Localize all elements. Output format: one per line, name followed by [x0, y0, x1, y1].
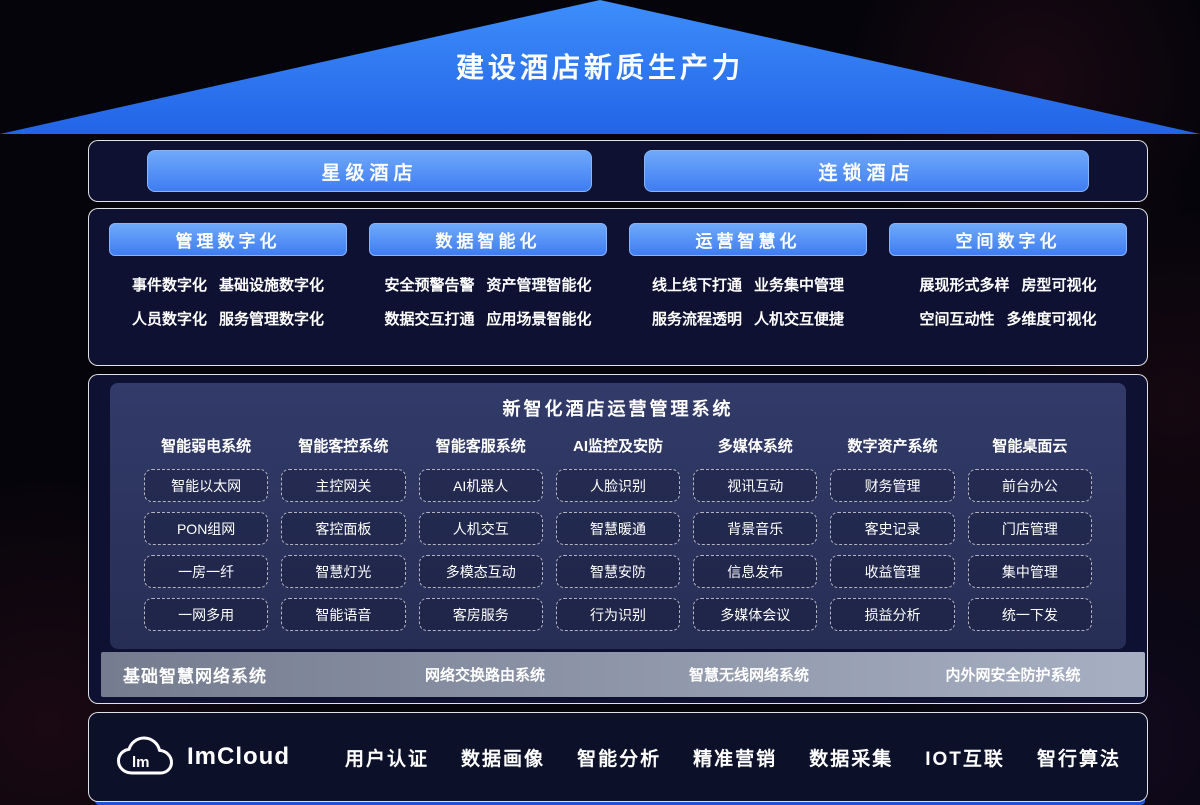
- system-item: 智慧暖通: [555, 512, 681, 545]
- footer-items: 用户认证 数据画像 智能分析 精准营销 数据采集 IOT互联 智行算法: [311, 744, 1121, 771]
- feature-label: 线上线下打通: [651, 277, 742, 294]
- category-operation: 运营智慧化 线上线下打通 业务集中管理 服务流程透明 人机交互便捷: [629, 223, 867, 365]
- system-item: 集中管理: [967, 555, 1092, 588]
- category-data: 数据智能化 安全预警告警 资产管理智能化 数据交互打通 应用场景智能化: [369, 223, 607, 365]
- footer-item: 数据画像: [461, 748, 546, 770]
- feature-label: 业务集中管理: [754, 277, 845, 294]
- network-item: 内外网安全防护系统: [945, 667, 1081, 684]
- feature-label: 空间互动性: [919, 311, 995, 328]
- footer-bar: lm ImCloud 用户认证 数据画像 智能分析 精准营销 数据采集 IOT互…: [88, 712, 1148, 802]
- systems-grid: 智能弱电系统 智能以太网 PON组网 一房一纤 一网多用 智能客控系统 主控网关…: [144, 435, 1092, 631]
- feature-label: 资产管理智能化: [486, 277, 592, 294]
- system-item: 客房服务: [418, 598, 543, 631]
- system-item: 多媒体会议: [693, 598, 818, 631]
- system-column-header: 多媒体系统: [717, 438, 793, 455]
- system-column-digital-assets: 数字资产系统 财务管理 客史记录 收益管理 损益分析: [830, 435, 955, 631]
- footer-item: IOT互联: [925, 748, 1005, 770]
- system-column-header: 智能客控系统: [298, 438, 389, 455]
- feature-label: 人员数字化: [131, 311, 207, 328]
- system-item: 信息发布: [693, 555, 818, 588]
- footer-item: 用户认证: [345, 748, 430, 770]
- hotel-type-star: 星级酒店: [147, 150, 592, 192]
- network-item: 网络交换路由系统: [424, 667, 545, 684]
- system-item: 主控网关: [281, 469, 406, 502]
- system-item: 统一下发: [967, 598, 1092, 631]
- system-item: 客史记录: [830, 512, 955, 545]
- system-item: 多模态互动: [418, 555, 543, 588]
- system-item: 门店管理: [967, 512, 1092, 545]
- system-item: 财务管理: [830, 469, 955, 502]
- system-column-header: 智能弱电系统: [161, 438, 252, 455]
- category-data-features: 安全预警告警 资产管理智能化 数据交互打通 应用场景智能化: [384, 274, 591, 329]
- network-item: 智慧无线网络系统: [688, 667, 809, 684]
- system-column-multimedia: 多媒体系统 视讯互动 背景音乐 信息发布 多媒体会议: [693, 435, 818, 631]
- systems-panel: 新智化酒店运营管理系统 智能弱电系统 智能以太网 PON组网 一房一纤 一网多用…: [88, 374, 1148, 704]
- system-item: 人脸识别: [555, 469, 681, 502]
- system-column-service: 智能客服系统 AI机器人 人机交互 多模态互动 客房服务: [418, 435, 543, 631]
- page-title: 建设酒店新质生产力: [455, 52, 744, 83]
- system-item: 收益管理: [830, 555, 955, 588]
- systems-title: 新智化酒店运营管理系统: [502, 399, 734, 419]
- system-item: 一网多用: [144, 598, 269, 631]
- network-band: 基础智慧网络系统 网络交换路由系统 智慧无线网络系统 内外网安全防护系统: [101, 652, 1145, 697]
- system-item: 智慧安防: [555, 555, 681, 588]
- system-column-room-control: 智能客控系统 主控网关 客控面板 智慧灯光 智能语音: [281, 435, 406, 631]
- category-management-features: 事件数字化 基础设施数字化 人员数字化 服务管理数字化: [132, 274, 324, 329]
- feature-label: 安全预警告警: [384, 277, 475, 294]
- system-column-weak-current: 智能弱电系统 智能以太网 PON组网 一房一纤 一网多用: [144, 435, 269, 631]
- system-column-header: 智能客服系统: [435, 438, 526, 455]
- footer-item: 智行算法: [1036, 748, 1121, 770]
- cloud-icon: lm: [117, 736, 173, 775]
- system-item: AI机器人: [418, 469, 543, 502]
- feature-label: 基础设施数字化: [219, 277, 325, 294]
- footer-item: 数据采集: [809, 748, 894, 770]
- system-column-header: 数字资产系统: [847, 438, 938, 455]
- category-operation-button: 运营智慧化: [629, 223, 867, 256]
- feature-label: 数据交互打通: [384, 311, 475, 328]
- system-item: 一房一纤: [144, 555, 269, 588]
- feature-label: 多维度可视化: [1006, 311, 1097, 328]
- system-column-header: AI监控及安防: [572, 438, 663, 455]
- system-item: 智能以太网: [144, 469, 269, 502]
- feature-label: 应用场景智能化: [486, 311, 592, 328]
- footer-item: 精准营销: [693, 748, 778, 770]
- system-item: 客控面板: [281, 512, 406, 545]
- system-item: 背景音乐: [693, 512, 818, 545]
- feature-label: 事件数字化: [131, 277, 207, 294]
- category-space: 空间数字化 展现形式多样 房型可视化 空间互动性 多维度可视化: [889, 223, 1127, 365]
- system-item: 视讯互动: [693, 469, 818, 502]
- system-item: 人机交互: [418, 512, 543, 545]
- system-column-ai-security: AI监控及安防 人脸识别 智慧暖通 智慧安防 行为识别: [555, 435, 681, 631]
- system-item: 智能语音: [281, 598, 406, 631]
- roof-banner: 建设酒店新质生产力: [0, 0, 1200, 134]
- hotel-types-bar: 星级酒店 连锁酒店: [88, 140, 1148, 202]
- feature-label: 服务管理数字化: [219, 311, 325, 328]
- feature-label: 房型可视化: [1021, 277, 1097, 294]
- system-column-header: 智能桌面云: [992, 438, 1068, 455]
- system-column-desktop-cloud: 智能桌面云 前台办公 门店管理 集中管理 统一下发: [967, 435, 1092, 631]
- footer-item: 智能分析: [577, 748, 662, 770]
- system-item: 前台办公: [967, 469, 1092, 502]
- system-item: PON组网: [144, 512, 269, 545]
- brand-name: ImCloud: [187, 743, 290, 770]
- logo-text: lm: [132, 754, 150, 771]
- system-item: 智慧灯光: [281, 555, 406, 588]
- category-management: 管理数字化 事件数字化 基础设施数字化 人员数字化 服务管理数字化: [109, 223, 347, 365]
- category-space-features: 展现形式多样 房型可视化 空间互动性 多维度可视化: [919, 274, 1096, 329]
- hotel-type-chain: 连锁酒店: [644, 150, 1089, 192]
- feature-label: 人机交互便捷: [754, 311, 845, 328]
- imcloud-logo: lm ImCloud: [115, 734, 311, 780]
- feature-label: 展现形式多样: [919, 277, 1010, 294]
- system-item: 损益分析: [830, 598, 955, 631]
- category-space-button: 空间数字化: [889, 223, 1127, 256]
- category-management-button: 管理数字化: [109, 223, 347, 256]
- digitalization-panel: 管理数字化 事件数字化 基础设施数字化 人员数字化 服务管理数字化 数据智能化 …: [88, 208, 1148, 366]
- category-operation-features: 线上线下打通 业务集中管理 服务流程透明 人机交互便捷: [652, 274, 844, 329]
- network-title: 基础智慧网络系统: [123, 667, 267, 686]
- network-items: 网络交换路由系统 智慧无线网络系统 内外网安全防护系统: [353, 664, 1145, 685]
- category-data-button: 数据智能化: [369, 223, 607, 256]
- feature-label: 服务流程透明: [651, 311, 742, 328]
- systems-inner-panel: 新智化酒店运营管理系统 智能弱电系统 智能以太网 PON组网 一房一纤 一网多用…: [110, 383, 1126, 649]
- system-item: 行为识别: [555, 598, 681, 631]
